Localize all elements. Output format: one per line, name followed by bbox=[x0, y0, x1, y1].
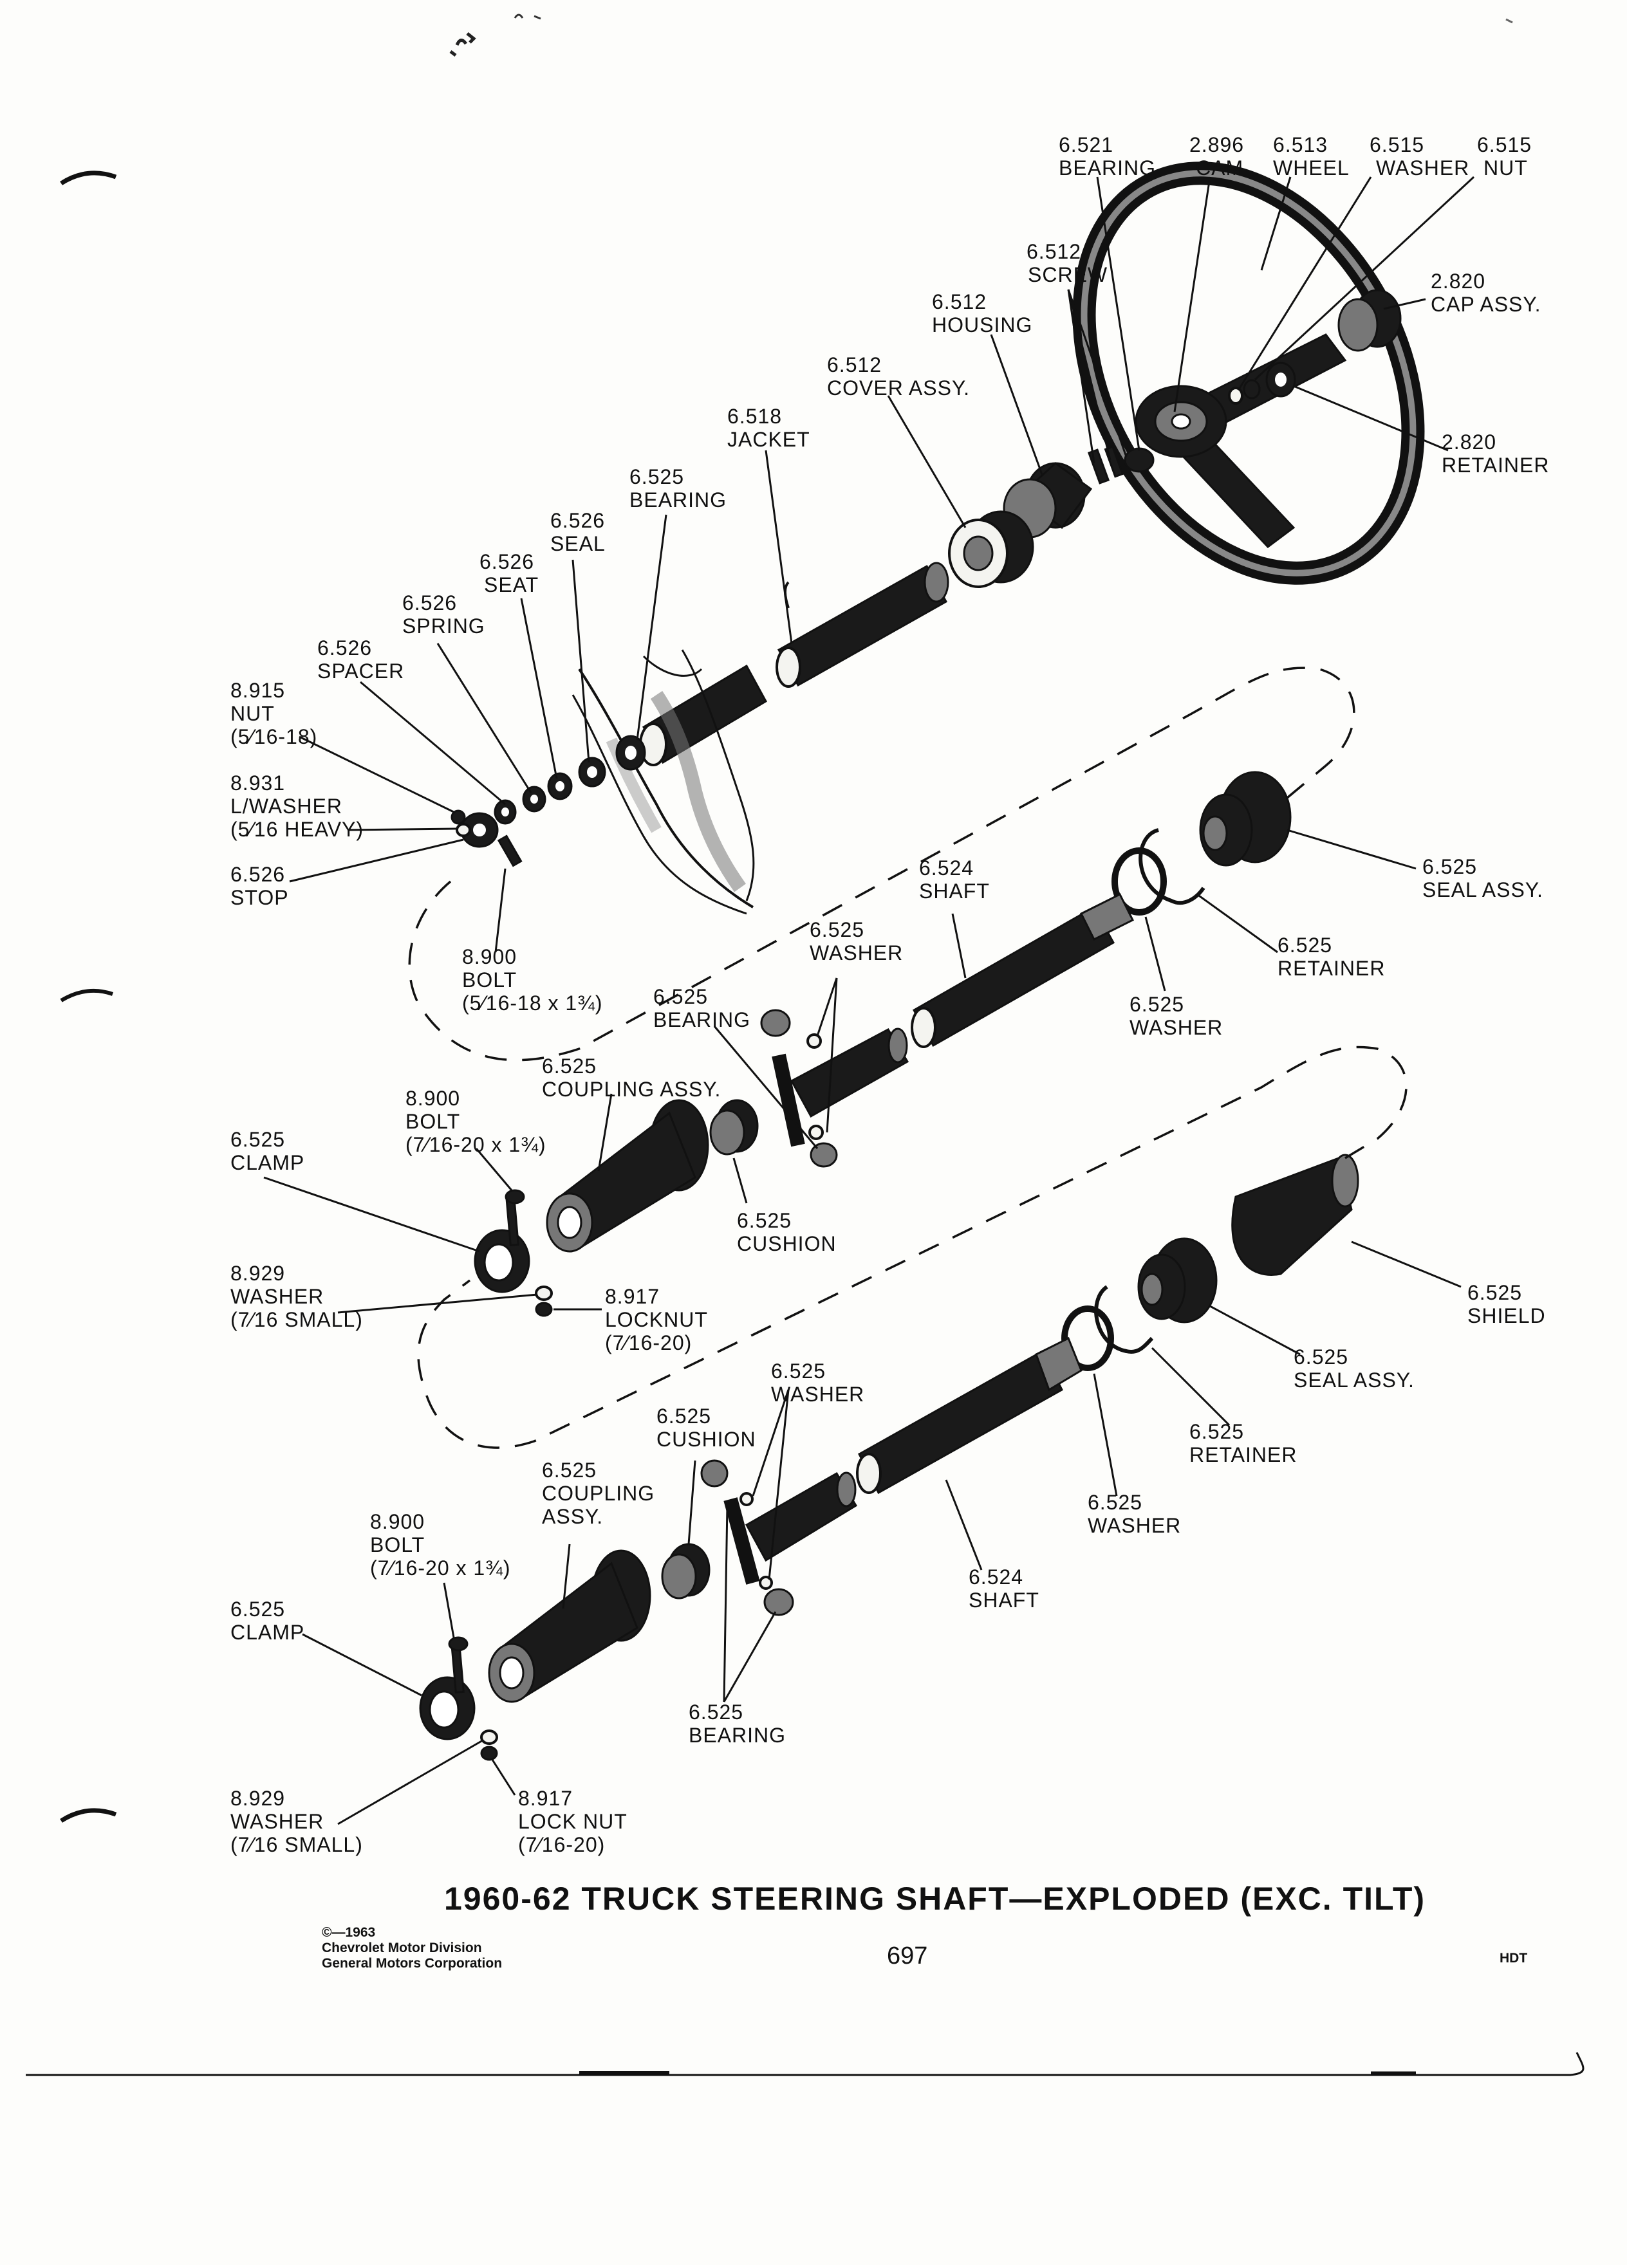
floor-panel bbox=[572, 649, 755, 915]
housing bbox=[1003, 462, 1093, 539]
clamp-a bbox=[474, 1189, 553, 1317]
retainer-a bbox=[1139, 828, 1205, 905]
copyright-credit: ©—1963 Chevrolet Motor Division General … bbox=[322, 1925, 502, 1971]
coupling-a bbox=[546, 1099, 709, 1253]
diagram-title: 1960-62 TRUCK STEERING SHAFT—EXPLODED (E… bbox=[444, 1881, 1426, 1917]
washer-a bbox=[1111, 847, 1167, 916]
cover-assy bbox=[948, 510, 1034, 588]
jacket-tube bbox=[776, 562, 949, 688]
yoke-shaft-b bbox=[723, 1471, 858, 1585]
washer-b bbox=[1061, 1305, 1114, 1371]
yoke-shaft-a bbox=[772, 1028, 909, 1147]
bearing-caps-a bbox=[760, 1009, 838, 1168]
lower-jacket bbox=[639, 664, 768, 766]
seal-assy-b bbox=[1137, 1237, 1218, 1323]
shaft-b bbox=[856, 1336, 1083, 1495]
section-code: HDT bbox=[1500, 1951, 1527, 1966]
seal-stack bbox=[451, 735, 646, 867]
leader-lines bbox=[263, 176, 1475, 1825]
shaft-a bbox=[911, 892, 1135, 1048]
cap-assy bbox=[1337, 289, 1402, 352]
retainer-ring bbox=[1265, 362, 1296, 398]
bearing-caps-b bbox=[700, 1459, 794, 1616]
cushion-b bbox=[661, 1543, 711, 1600]
steering-wheel bbox=[1072, 161, 1425, 585]
nut-washer bbox=[1228, 379, 1261, 405]
coupling-b bbox=[488, 1549, 651, 1703]
svg-text:©—1963: ©—1963 bbox=[322, 1925, 375, 1940]
retainer-b bbox=[1094, 1285, 1154, 1354]
bottom-rule bbox=[26, 2052, 1585, 2076]
shield bbox=[1231, 1154, 1359, 1276]
page-number: 697 bbox=[887, 1942, 927, 1969]
seal-assy-a bbox=[1199, 771, 1292, 867]
scan-marks bbox=[60, 14, 1513, 1823]
svg-text:Chevrolet Motor Division: Chevrolet Motor Division bbox=[322, 1941, 482, 1955]
cushion-a bbox=[709, 1099, 759, 1156]
svg-text:General Motors Corporation: General Motors Corporation bbox=[322, 1956, 502, 1971]
clamp-b bbox=[419, 1636, 498, 1761]
assembly-path-loops bbox=[408, 667, 1408, 1449]
